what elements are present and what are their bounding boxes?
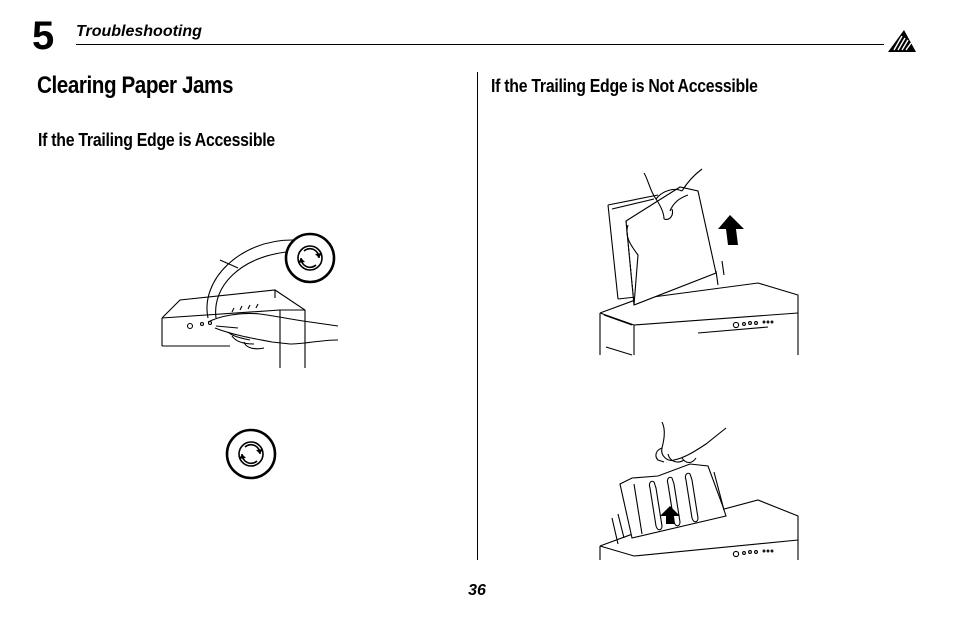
sheet-feeder-arrow-up-icon bbox=[599, 421, 799, 560]
page-number: 36 bbox=[468, 582, 486, 599]
section-label: Troubleshooting bbox=[76, 23, 202, 40]
right-heading: If the Trailing Edge is Not Accessible bbox=[491, 76, 758, 96]
paper-removal-arrow-up-icon bbox=[599, 168, 799, 356]
resume-button-icon bbox=[225, 428, 277, 480]
page-title: Clearing Paper Jams bbox=[37, 72, 234, 99]
chapter-number: 5 bbox=[32, 14, 55, 58]
left-heading: If the Trailing Edge is Accessible bbox=[38, 130, 275, 150]
column-divider bbox=[477, 72, 478, 560]
printer-brand-logo-icon bbox=[888, 30, 916, 52]
hand-pressing-resume-button-icon bbox=[161, 232, 339, 368]
header-rule bbox=[76, 44, 884, 45]
